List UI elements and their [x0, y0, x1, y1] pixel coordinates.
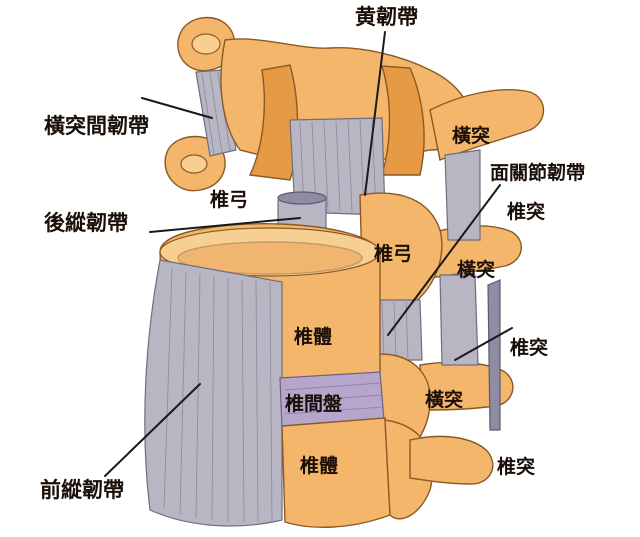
label-transverse-process-5: 橫突 [425, 388, 463, 411]
label-facet-ligament: 面關節韌帶 [490, 161, 585, 184]
leader-ligamentum-flavum [364, 31, 386, 196]
spine-illustration [144, 16, 545, 528]
right-transverse-processes [419, 89, 545, 431]
leader-intertransverse-ligament [141, 97, 213, 119]
label-transverse-process-4: 椎突 [510, 336, 548, 359]
label-vertebral-body-upper: 椎體 [294, 325, 332, 348]
lower-vertebral-body [281, 417, 494, 528]
leader-posterior-ligament [149, 217, 301, 233]
label-lamina-left: 椎弓 [210, 188, 248, 211]
label-posterior-longitudinal-ligament: 後縱韌帶 [44, 210, 128, 235]
label-anterior-longitudinal-ligament: 前縱韌帶 [40, 477, 124, 502]
label-intervertebral-disc: 椎間盤 [285, 392, 343, 415]
label-ligamentum-flavum: 黄韌帶 [355, 4, 418, 29]
label-vertebral-body-lower: 椎體 [300, 454, 338, 477]
label-transverse-process-3: 橫突 [457, 258, 495, 281]
label-transverse-process-2: 椎突 [507, 200, 545, 223]
label-transverse-process-1: 橫突 [452, 124, 490, 147]
labels: 黄韌帶 橫突間韌帶 橫突 面關節韌帶 椎突 椎弓 後縱韌帶 椎弓 橫突 椎體 椎… [40, 4, 585, 502]
leader-facet-ligament [387, 184, 501, 336]
intertransverse-ligament-shape [195, 69, 237, 157]
label-intertransverse-ligament: 橫突間韌帶 [44, 113, 149, 138]
label-transverse-process-6: 椎突 [497, 455, 535, 478]
upper-vertebra-arch [220, 38, 471, 216]
leader-lines [104, 31, 513, 477]
anterior-ligament-shape [144, 259, 283, 527]
leader-anterior-ligament [104, 383, 201, 477]
label-lamina-right: 椎弓 [374, 242, 412, 265]
leader-transverse-process-4 [454, 327, 513, 361]
